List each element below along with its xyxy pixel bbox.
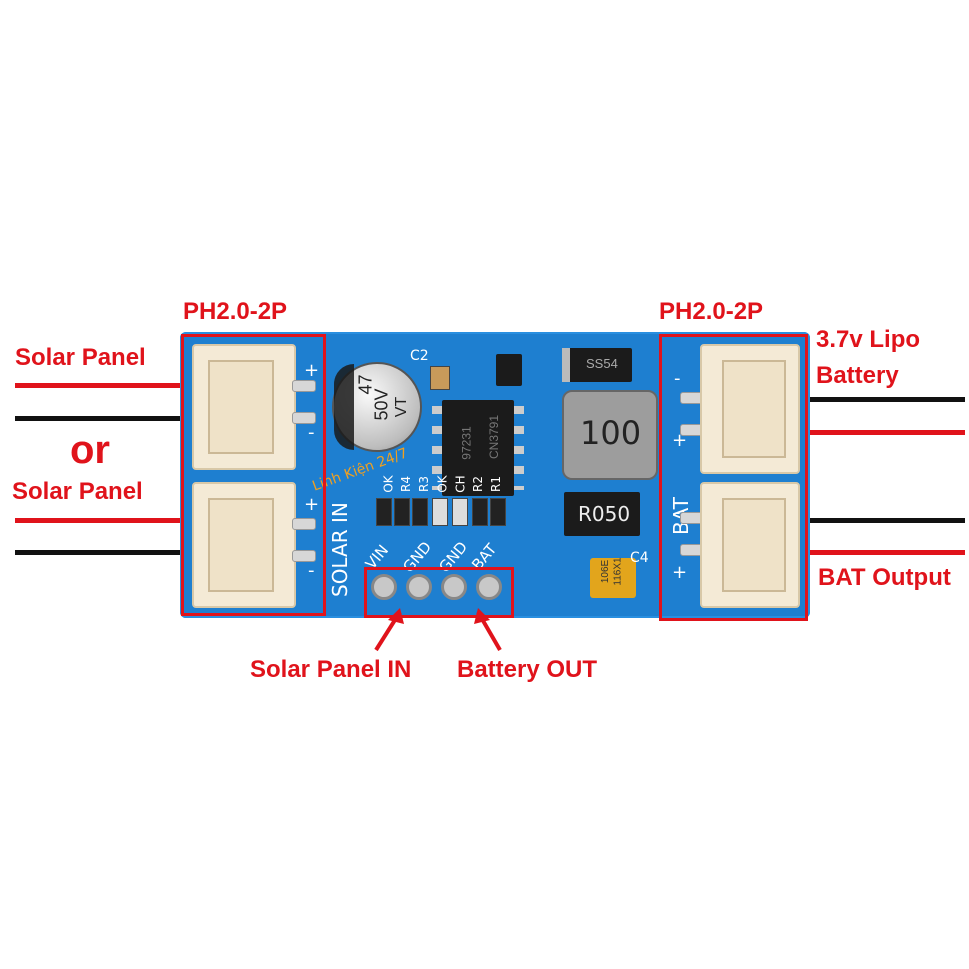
right-wire-red-1	[805, 430, 965, 435]
ic-cn3791: CN3791 97231	[442, 400, 514, 496]
pin-hole-gnd2	[441, 574, 467, 600]
pin-hole-gnd1	[406, 574, 432, 600]
silk-minus-2: -	[308, 560, 315, 581]
label-lipo-line1: 3.7v Lipo	[816, 326, 921, 353]
right-connector-top	[700, 344, 800, 474]
label-lipo-line2: Battery	[816, 362, 899, 389]
label-solar-panel-2: Solar Panel	[12, 478, 143, 505]
left-connector-box	[181, 334, 326, 616]
tant-cap-label: C4	[630, 550, 649, 566]
transistor	[496, 354, 522, 386]
arrow-left-head	[388, 608, 404, 624]
right-wire-black-2	[805, 518, 965, 523]
label-bat-output: BAT Output	[818, 564, 951, 591]
right-connector-bottom	[700, 482, 800, 608]
label-ph-left: PH2.0-2P	[183, 298, 288, 325]
left-wire-black-1	[15, 416, 185, 421]
label-ph-right: PH2.0-2P	[659, 298, 764, 325]
left-wire-black-2	[15, 550, 185, 555]
shunt-resistor: R050	[564, 492, 640, 536]
silk-minus-1: -	[308, 422, 315, 443]
left-wire-red-1	[15, 383, 185, 388]
label-solar-panel-1: Solar Panel	[15, 344, 146, 371]
right-wire-red-2	[805, 550, 965, 555]
pcb-board: + - + - SOLAR IN 47 50V VT C2 CN3791 972…	[180, 332, 810, 618]
diode-ss54: SS54	[562, 348, 632, 382]
silk-minus-r2: -	[674, 502, 681, 523]
silk-plus-2: +	[304, 494, 320, 515]
label-solar-panel-in: Solar Panel IN	[250, 656, 412, 683]
tantalum-capacitor: 106E 116X1	[590, 557, 636, 598]
right-wire-black-1	[805, 397, 965, 402]
left-wire-red-2	[15, 518, 185, 523]
right-connector-box	[659, 334, 808, 621]
cap-label: C2	[410, 348, 429, 364]
label-or: or	[70, 428, 110, 472]
left-connector-bottom	[192, 482, 296, 608]
silk-minus-r1: -	[674, 368, 681, 389]
header-pins-box	[364, 567, 514, 618]
silk-plus-r2: +	[672, 562, 688, 583]
pin-hole-vin	[371, 574, 397, 600]
label-battery-out: Battery OUT	[457, 656, 598, 683]
arrow-right-head	[474, 608, 490, 624]
electrolytic-capacitor: 47 50V VT	[332, 362, 422, 452]
inductor: 100	[562, 390, 658, 480]
pin-hole-bat	[476, 574, 502, 600]
silk-plus-1: +	[304, 360, 320, 381]
left-connector-top	[192, 344, 296, 470]
